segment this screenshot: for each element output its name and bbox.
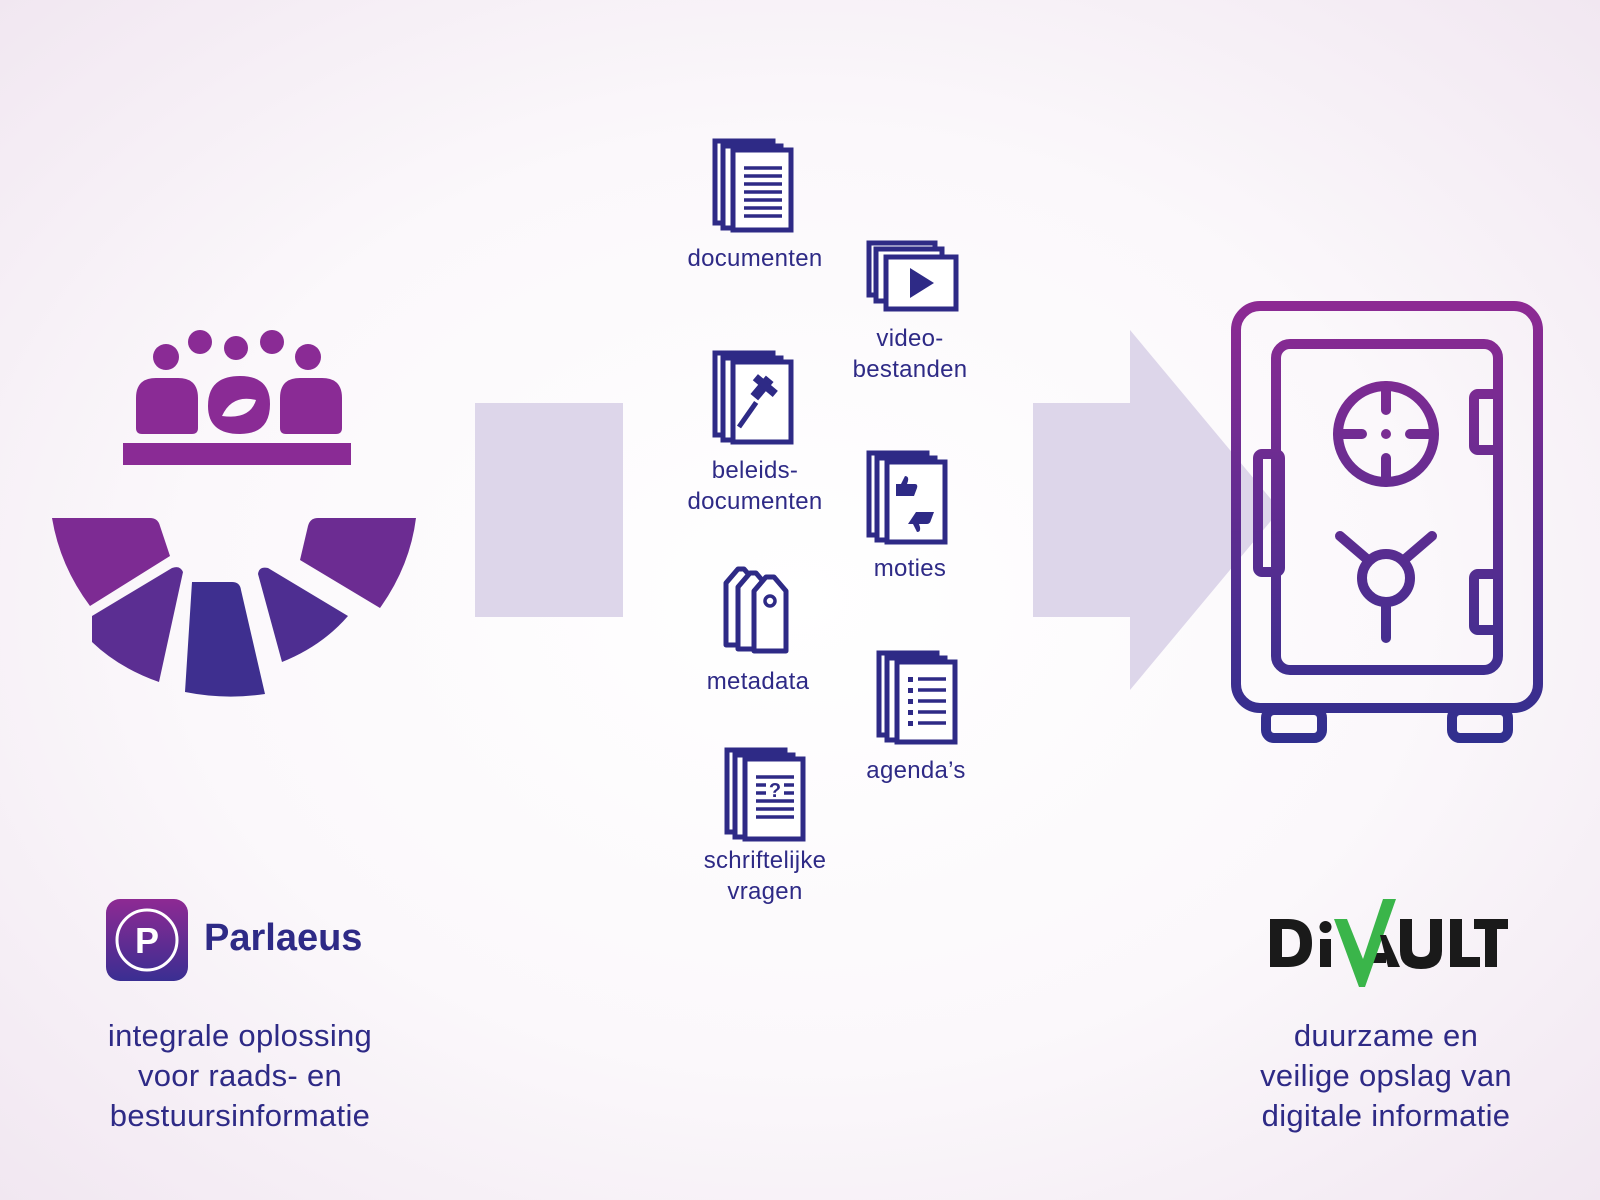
safe-icon [1228, 298, 1546, 752]
written-questions-icon: ? [724, 747, 810, 843]
assembly-icon [40, 320, 440, 700]
label-schriftelijke-vragen: schriftelijke vragen [703, 847, 827, 905]
label-video-bestanden: video- bestanden [852, 325, 968, 383]
video-files-icon [866, 240, 960, 314]
parlaeus-caption: integrale oplossing voor raads- en bestu… [107, 1018, 373, 1133]
divault-caption: duurzame en veilige opslag van digitale … [1260, 1018, 1512, 1133]
svg-text:P: P [135, 920, 159, 961]
label-moties: moties [873, 555, 947, 582]
flow-arrow [470, 320, 1290, 700]
policy-documents-icon [712, 350, 798, 446]
agendas-icon [876, 650, 962, 746]
label-beleidsdocumenten: beleids- documenten [687, 457, 823, 515]
metadata-tags-icon [722, 563, 802, 657]
parlaeus-brand-name: Parlaeus [204, 917, 363, 959]
label-agendas: agenda’s [866, 757, 966, 784]
label-documenten: documenten [687, 245, 823, 272]
svg-text:?: ? [769, 780, 781, 802]
motions-icon [866, 450, 952, 546]
divault-logo [1268, 895, 1508, 991]
parlaeus-app-icon: P [106, 899, 188, 981]
label-metadata: metadata [706, 668, 810, 695]
documents-icon [712, 138, 798, 234]
